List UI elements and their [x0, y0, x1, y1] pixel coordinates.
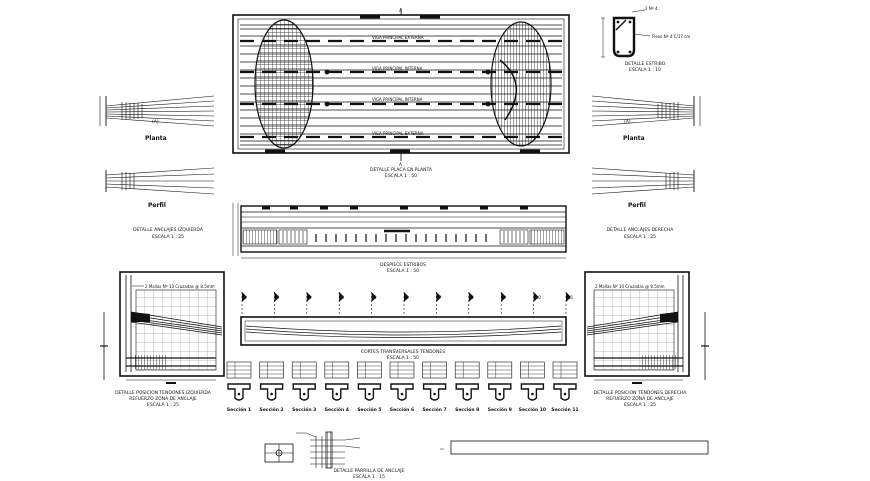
- cross-section-label: Sección 7: [423, 406, 447, 413]
- grid-anchor-scale: ESCALA 1 : 15: [353, 474, 385, 480]
- section-marker: 3: [306, 292, 312, 317]
- section-mark-top: A: [399, 8, 403, 14]
- section-marker-label: 9: [503, 295, 506, 300]
- cross-section-label: Sección 1: [227, 406, 251, 413]
- anchor-detail-left: (A) Planta Perfil DETALLE ANCLAJES IZQUI…: [99, 95, 215, 240]
- tendon-long-section: 1 2 3 4 5 6 7 8 9 10 11 CORTES TRANSVERSALES TENDO…: [240, 292, 574, 361]
- cross-section-label: Sección 6: [390, 406, 414, 413]
- cross-section: Sección 1: [226, 361, 252, 413]
- cross-section-label: Sección 2: [260, 406, 284, 413]
- section-marker: 7: [436, 292, 442, 317]
- anchor-left-marker: (A): [152, 119, 159, 125]
- tendon-right-note: 2 Mallas Nº 10 Cruzadas @ 8.5mm: [595, 284, 665, 289]
- cross-section: Sección 4: [324, 361, 350, 413]
- cross-section: Sección 7: [422, 361, 447, 413]
- stirrup-elevation: DESPIECE ESTRIBOS ESCALA 1 : 50: [232, 203, 567, 274]
- section-marker-label: 10: [536, 295, 542, 300]
- section-marker-label: 4: [341, 295, 344, 300]
- section-marker: 9: [500, 292, 507, 317]
- anchor-right-title: DETALLE ANCLAJES DERECHA: [607, 227, 675, 233]
- anchor-right-profile-label: Perfil: [628, 202, 646, 209]
- plan-scale: ESCALA 1 : 50: [385, 173, 417, 179]
- section-marker: 8: [468, 292, 474, 317]
- section-marker: 10: [533, 292, 542, 317]
- tendon-right-scale: ESCALA 1 : 25: [624, 402, 656, 408]
- anchor-left-title: DETALLE ANCLAJES IZQUIERDA: [133, 227, 204, 233]
- tendon-left-scale: ESCALA 1 : 25: [147, 402, 179, 408]
- anchor-right-scale: ESCALA 1 : 25: [624, 234, 656, 240]
- section-marker: 6: [403, 292, 409, 317]
- long-section-scale: ESCALA 1 : 50: [387, 355, 419, 361]
- elevation-scale: ESCALA 1 : 50: [387, 268, 419, 274]
- cross-section-label: Sección 8: [455, 406, 479, 413]
- cross-section: Sección 3: [291, 361, 317, 413]
- section-marker: 1: [241, 292, 247, 317]
- anchor-left-profile-label: Perfil: [148, 202, 166, 209]
- stirrup-spacing-note: Flexo Nº 4 C/17 cm: [652, 34, 690, 39]
- anchor-right-plan-label: Planta: [623, 135, 645, 142]
- section-marker-label: 7: [438, 295, 441, 300]
- long-section-title: CORTES TRANSVERSALES TENDONES: [361, 349, 445, 355]
- plan-title: DETALLE PLACA EN PLANTA: [370, 167, 433, 173]
- cross-section-label: Sección 5: [357, 406, 381, 413]
- tendon-detail-left: 2 Mallas Nº 10 Cruzadas @ 8.5mm DETALLE …: [100, 271, 225, 408]
- cross-section: Sección 5: [357, 361, 382, 413]
- cross-section: Sección 9: [487, 361, 513, 413]
- elevation-title: DESPIECE ESTRIBOS: [380, 262, 426, 268]
- stirrup-bar-note: 2 Nº 4: [645, 6, 658, 11]
- section-marker-label: 11: [568, 295, 574, 300]
- anchor-left-plan-label: Planta: [145, 135, 167, 142]
- tendon-left-note: 2 Mallas Nº 10 Cruzadas @ 8.5mm: [145, 284, 215, 289]
- tendon-right-title: DETALLE POSICION TENDONES DERECHA: [594, 390, 688, 396]
- cross-section: Sección 8: [454, 361, 480, 413]
- anchorage-zone-right: [490, 21, 552, 147]
- anchorage-zone-left: [254, 19, 314, 149]
- section-marker-label: 5: [374, 295, 377, 300]
- tendon-left-subtitle: REFUERZO ZONA DE ANCLAJE: [129, 396, 197, 402]
- cross-section-label: Sección 10: [519, 406, 546, 413]
- section-mark-bottom: A: [399, 162, 403, 168]
- beam-label: VIGA PRINCIPAL INTERNA: [372, 66, 423, 71]
- beam-label: VIGA PRINCIPAL EXTERNA: [372, 35, 424, 40]
- section-marker: 5: [371, 292, 377, 317]
- section-marker-label: 2: [276, 295, 279, 300]
- cross-section-label: Sección 4: [325, 406, 349, 413]
- beam-label: VIGA PRINCIPAL EXTERNA: [372, 131, 424, 136]
- section-marker-label: 1: [244, 295, 247, 300]
- cross-section-label: Sección 11: [551, 406, 578, 413]
- cross-sections-row: Sección 1 Sección 2 Sección 3 Sección 4 Secc…: [226, 361, 579, 413]
- grid-anchor-title: DETALLE PARRILLA DE ANCLAJE: [334, 468, 405, 474]
- beam-label: VIGA PRINCIPAL INTERNA: [372, 97, 423, 102]
- section-marker-label: 8: [471, 295, 474, 300]
- tendon-detail-right: 2 Mallas Nº 10 Cruzadas @ 8.5mm DETALLE …: [584, 271, 709, 408]
- stirrup-detail: 2 Nº 4 Flexo Nº 4 C/17 cm DETALLE ESTRIB…: [601, 6, 690, 73]
- cross-section: Sección 2: [259, 361, 284, 413]
- cross-section-label: Sección 9: [488, 406, 512, 413]
- section-marker-label: 6: [406, 295, 409, 300]
- section-markers: 1 2 3 4 5 6 7 8 9 10 11: [241, 292, 574, 317]
- cross-section-label: Sección 3: [292, 406, 316, 413]
- cross-section: Sección 10: [519, 361, 546, 413]
- section-marker: 11: [565, 292, 574, 317]
- grid-anchor-detail: DETALLE PARRILLA DE ANCLAJE ESCALA 1 : 1…: [264, 431, 444, 480]
- anchor-right-marker: (A): [624, 119, 631, 125]
- tendon-left-title: DETALLE POSICION TENDONES IZQUIERDA: [115, 390, 212, 396]
- section-marker-label: 3: [309, 295, 312, 300]
- title-block-box: [450, 440, 709, 455]
- cross-section: Sección 11: [551, 361, 579, 413]
- anchor-left-scale: ESCALA 1 : 25: [152, 234, 184, 240]
- stirrup-title: DETALLE ESTRIBO: [625, 61, 666, 67]
- section-marker: 4: [338, 292, 345, 317]
- tendon-right-subtitle: REFUERZO ZONA DE ANCLAJE: [606, 396, 674, 402]
- anchor-detail-right: (A) Planta Perfil DETALLE ANCLAJES DEREC…: [591, 95, 701, 240]
- section-marker: 2: [274, 292, 280, 317]
- stirrup-scale: ESCALA 1 : 10: [629, 67, 661, 73]
- cross-section: Sección 6: [389, 361, 415, 413]
- plan-view: A A VIGA PRINCIPAL EXTERNA VIGA PRINCIPA…: [232, 8, 570, 179]
